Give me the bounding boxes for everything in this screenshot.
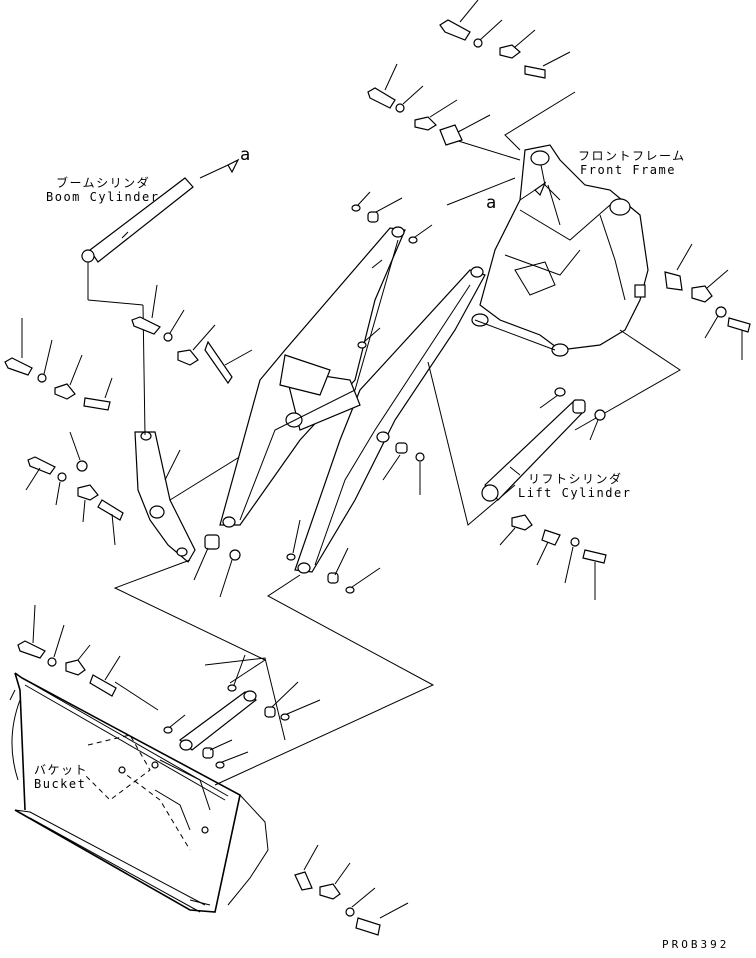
left-pin-hardware	[4, 318, 113, 411]
bucket-label: バケット Bucket	[34, 763, 88, 791]
frame-right-hardware	[664, 243, 751, 360]
bucket-link	[163, 654, 321, 769]
boom-cylinder-label: ブームシリンダ Boom Cylinder	[46, 176, 159, 204]
bucket-right-hardware	[294, 844, 409, 936]
boom-cylinder-label-jp: ブームシリンダ	[56, 176, 151, 190]
crank-hardware	[25, 431, 124, 546]
boom-arms	[219, 226, 486, 574]
front-frame-label-en: Front Frame	[580, 163, 676, 177]
drawing-code: PROB392	[662, 938, 730, 951]
lift-cylinder-label: リフトシリンダ Lift Cylinder	[518, 472, 631, 500]
frame-pin-hardware	[367, 0, 571, 146]
lift-cylinder	[481, 387, 606, 502]
boom-cylinder-hardware	[131, 284, 253, 385]
bucket-pin-hardware	[17, 604, 121, 697]
front-frame	[471, 144, 649, 357]
lift-cylinder-label-en: Lift Cylinder	[518, 486, 632, 500]
marker-a-upper: a	[240, 145, 252, 165]
boom-cylinder-label-en: Boom Cylinder	[46, 190, 160, 204]
boom-bottom-hardware	[286, 442, 425, 594]
front-frame-label-jp: フロントフレーム	[578, 149, 686, 163]
lift-cylinder-label-jp: リフトシリンダ	[528, 472, 623, 486]
bucket-label-jp: バケット	[34, 763, 89, 777]
frame-small-parts	[351, 177, 516, 244]
bucket-label-en: Bucket	[34, 777, 87, 791]
boom-cylinder	[81, 177, 194, 436]
bell-crank	[134, 431, 241, 598]
lift-cylinder-hardware	[499, 514, 607, 600]
marker-a-frame: a	[486, 193, 498, 213]
bucket	[11, 672, 269, 913]
front-frame-label: フロントフレーム Front Frame	[578, 149, 686, 177]
